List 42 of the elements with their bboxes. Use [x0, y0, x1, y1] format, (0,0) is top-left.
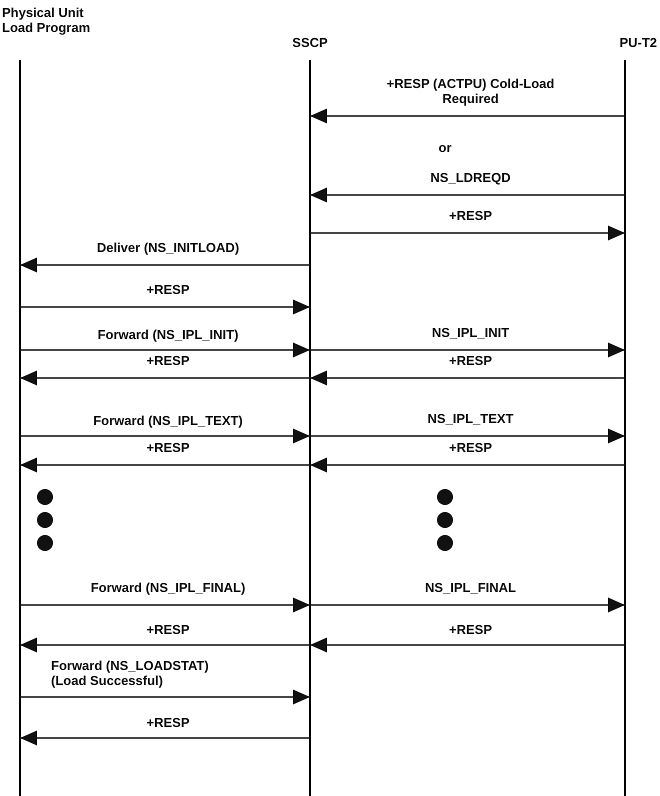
- arrow: [20, 342, 310, 358]
- message-label: NS_IPL_FINAL: [424, 580, 517, 595]
- message-label: NS_IPL_INIT: [430, 325, 510, 340]
- message-label: +RESP: [146, 440, 190, 455]
- message-label: +RESP: [448, 353, 493, 368]
- arrow: [20, 370, 310, 386]
- arrow: [20, 258, 310, 272]
- participant-label: SSCP: [291, 35, 329, 50]
- message-label: +RESP: [146, 715, 190, 730]
- message-label: Forward (NS_LOADSTAT) (Load Successful): [50, 658, 210, 688]
- message-label: Forward (NS_IPL_FINAL): [90, 580, 246, 595]
- message-label: +RESP: [146, 282, 190, 297]
- arrow: [20, 458, 310, 472]
- note-text: or: [438, 140, 452, 155]
- arrow: [20, 598, 310, 612]
- arrow: [310, 638, 625, 652]
- message-label: Forward (NS_IPL_TEXT): [92, 413, 244, 428]
- arrow: [20, 300, 310, 314]
- message-label: +RESP (ACTPU) Cold-Load Required: [386, 76, 556, 106]
- arrow: [310, 370, 625, 386]
- arrow: [20, 638, 310, 652]
- message-label: Forward (NS_IPL_INIT): [96, 327, 240, 342]
- message-label: +RESP: [146, 353, 190, 368]
- arrow: [310, 226, 625, 240]
- message-label: +RESP: [448, 622, 493, 637]
- message-label: +RESP: [448, 440, 493, 455]
- participant-label: PU-T2: [618, 35, 657, 50]
- participant-label: Physical Unit Load Program: [2, 5, 92, 35]
- arrow: [20, 730, 310, 746]
- message-label: +RESP: [146, 622, 190, 637]
- message-label: NS_LDREQD: [429, 170, 512, 185]
- message-label: +RESP: [448, 208, 493, 223]
- arrow: [20, 428, 310, 444]
- arrow: [310, 458, 625, 472]
- arrow: [310, 342, 625, 358]
- arrow: [20, 690, 310, 704]
- arrow: [310, 598, 625, 612]
- message-label: NS_IPL_TEXT: [426, 411, 514, 426]
- arrow: [310, 108, 625, 124]
- arrow: [310, 188, 625, 202]
- message-label: Deliver (NS_INITLOAD): [96, 240, 240, 255]
- arrow: [310, 428, 625, 444]
